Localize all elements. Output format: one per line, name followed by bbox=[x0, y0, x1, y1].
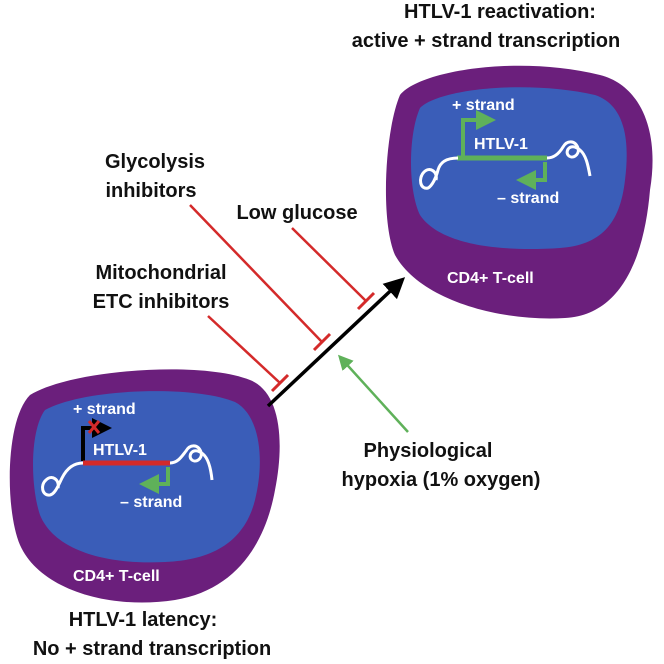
latent-plus-strand-label: + strand bbox=[73, 401, 136, 418]
glycolysis-label-line1: Glycolysis bbox=[105, 151, 205, 173]
reactivated-plus-promoter-arrow bbox=[461, 110, 496, 156]
low-glucose-label: Low glucose bbox=[236, 202, 357, 224]
latent-dna-right bbox=[169, 444, 214, 481]
reactivated-minus-promoter-arrow bbox=[516, 162, 547, 190]
latent-plus-promoter-arrow bbox=[81, 418, 112, 461]
latent-cell-label: CD4+ T-cell bbox=[73, 568, 160, 585]
latency-title-line2: No + strand transcription bbox=[33, 638, 271, 660]
low-glucose-inhibitor-line bbox=[291, 227, 376, 311]
latency-title-line1: HTLV-1 latency: bbox=[69, 609, 218, 631]
mitochondrial-label-line1: Mitochondrial bbox=[95, 262, 226, 284]
reactivation-arrow bbox=[266, 277, 406, 408]
latent-nucleus bbox=[33, 391, 260, 563]
glycolysis-inhibitor-line bbox=[189, 204, 332, 352]
reactivated-gene-label: HTLV-1 bbox=[474, 136, 528, 153]
glycolysis-label-line2: inhibitors bbox=[105, 180, 196, 202]
hypoxia-label-line1: Physiological bbox=[364, 440, 493, 462]
mitochondrial-inhibitor-line bbox=[207, 315, 290, 393]
reactivated-minus-strand-label: – strand bbox=[497, 190, 559, 207]
latent-cell: + strand HTLV-1 – strand CD4+ T-cell bbox=[9, 369, 280, 603]
mitochondrial-label-line2: ETC inhibitors bbox=[93, 291, 230, 313]
reactivation-title-line1: HTLV-1 reactivation: bbox=[404, 1, 596, 23]
latent-gene-label: HTLV-1 bbox=[93, 442, 147, 459]
reactivated-cell: + strand HTLV-1 – strand CD4+ T-cell bbox=[385, 65, 653, 319]
latent-dna-left bbox=[41, 461, 84, 497]
reactivated-cell-label: CD4+ T-cell bbox=[447, 270, 534, 287]
blocked-transcription-x-icon bbox=[87, 420, 101, 434]
reactivated-dna-left bbox=[419, 156, 459, 190]
reactivated-plus-strand-label: + strand bbox=[452, 97, 515, 114]
latent-minus-promoter-arrow bbox=[139, 467, 170, 494]
latent-minus-strand-label: – strand bbox=[120, 494, 182, 511]
reactivated-dna-right bbox=[546, 140, 592, 177]
hypoxia-activator-arrow bbox=[337, 354, 409, 433]
reactivated-nucleus bbox=[411, 87, 627, 250]
reactivation-title-line2: active + strand transcription bbox=[352, 30, 620, 52]
hypoxia-label-line2: hypoxia (1% oxygen) bbox=[342, 469, 541, 491]
